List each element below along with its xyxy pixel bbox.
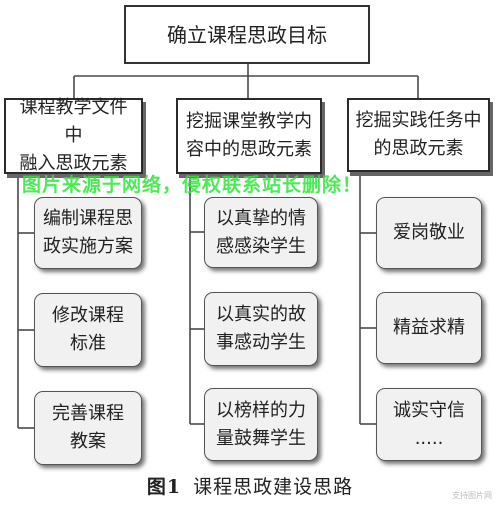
leaf-node: 精益求精 xyxy=(376,292,482,364)
leaf-node: 诚实守信 ..... xyxy=(376,388,482,461)
leaf-label: 编制课程思 政实施方案 xyxy=(43,208,133,257)
corner-watermark: 支持图片网 xyxy=(452,491,492,500)
leaf-label: 完善课程 教案 xyxy=(52,403,124,452)
leaf-label: 以真实的故 事感动学生 xyxy=(216,304,306,353)
figure-title: 课程思政建设思路 xyxy=(193,476,354,498)
leaf-label: 精益求精 xyxy=(393,317,465,338)
category-node-practice-tasks: 挖掘实践任务中 的思政元素 xyxy=(347,98,490,172)
root-label: 确立课程思政目标 xyxy=(167,22,327,47)
category-label: 挖掘课堂教学内 容中的思政元素 xyxy=(186,111,312,160)
figure-caption: 图1 课程思政建设思路 xyxy=(0,472,500,499)
category-node-classroom-content: 挖掘课堂教学内 容中的思政元素 xyxy=(176,98,322,174)
leaf-node: 修改课程 标准 xyxy=(34,293,142,367)
watermark-text: 图片来源于网络，侵权联系站长删除！ xyxy=(22,174,363,196)
figure-number: 图1 xyxy=(146,476,182,498)
category-label: 挖掘实践任务中 的思政元素 xyxy=(355,110,482,159)
leaf-label: 以榜样的力 量鼓舞学生 xyxy=(216,399,306,449)
category-node-curriculum-documents: 课程教学文件中 融入思政元素 xyxy=(4,97,143,174)
leaf-label: 爱岗敬业 xyxy=(393,222,465,243)
leaf-node: 爱岗敬业 xyxy=(376,197,482,269)
root-node: 确立课程思政目标 xyxy=(124,5,370,64)
leaf-label: 以真挚的情 感感染学生 xyxy=(216,207,306,257)
leaf-label: 诚实守信 ..... xyxy=(393,399,465,449)
leaf-node: 以真挚的情 感感染学生 xyxy=(204,197,318,268)
leaf-node: 以真实的故 事感动学生 xyxy=(204,292,318,366)
leaf-node: 以榜样的力 量鼓舞学生 xyxy=(204,388,318,461)
leaf-node: 编制课程思 政实施方案 xyxy=(34,197,142,269)
leaf-label: 修改课程 标准 xyxy=(52,305,124,354)
category-label: 课程教学文件中 融入思政元素 xyxy=(19,97,128,174)
leaf-node: 完善课程 教案 xyxy=(34,391,142,465)
